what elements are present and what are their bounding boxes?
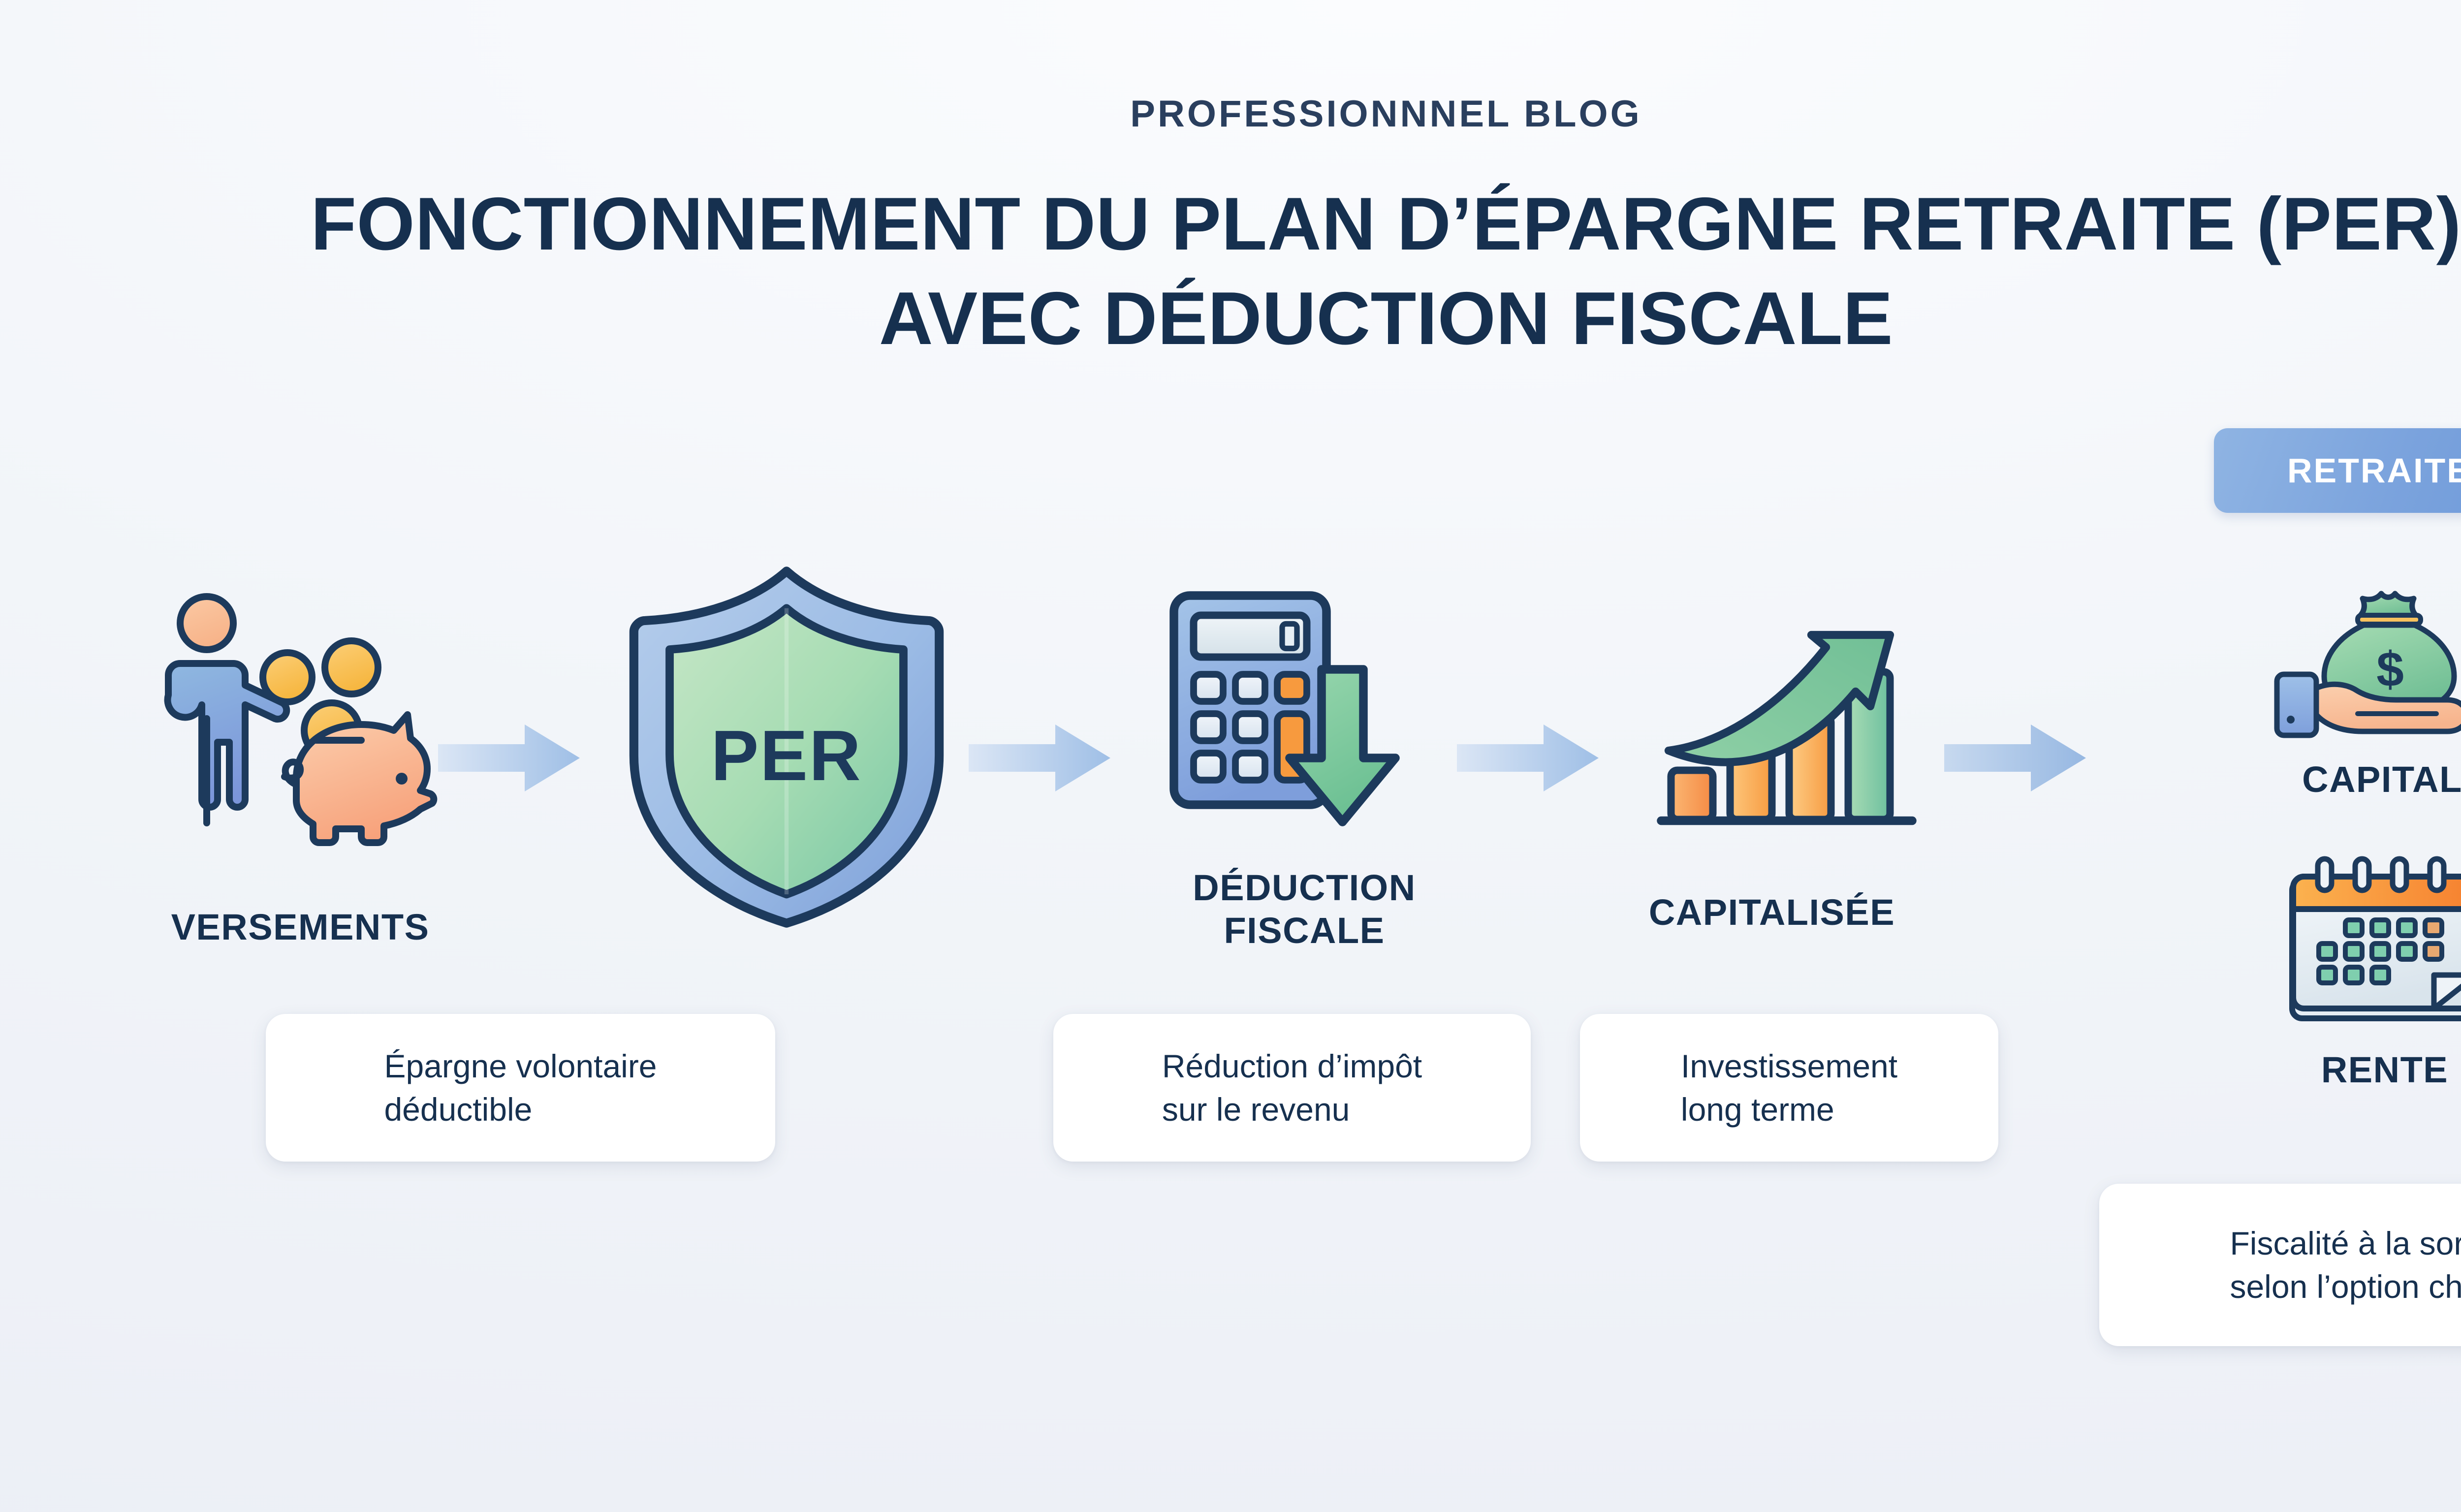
retraite-badge: RETRAITE — [2214, 428, 2461, 513]
caption-capitalisee-line-1: Investissement — [1680, 1047, 1898, 1084]
step-label-capital: CAPITAL — [2259, 758, 2461, 801]
svg-text:PER: PER — [711, 715, 862, 795]
page-title-line-2: AVEC DÉDUCTION FISCALE — [879, 276, 1893, 360]
step-label-rente-line-1: RENTE — [2321, 1049, 2449, 1090]
step-label-capitalisee: CAPITALISÉE — [1575, 891, 1969, 934]
caption-card-sortie: Fiscalité à la sortie selon l’option cho… — [2099, 1184, 2461, 1346]
step-label-deduction-fiscale: DÉDUCTION FISCALE — [1098, 866, 1511, 952]
caption-card-deduction: Réduction d’impôt sur le revenu — [1053, 1014, 1531, 1162]
step-label-rente: RENTE — [2286, 1048, 2461, 1091]
step-label-capitalisee-line-1: CAPITALISÉE — [1648, 892, 1895, 933]
caption-versements-line-2: déductible — [384, 1091, 533, 1128]
eyebrow-text: PROFESSIONNNEL BLOG — [1130, 93, 1642, 135]
step-label-deduction-line-2: FISCALE — [1224, 910, 1385, 951]
step-label-deduction-line-1: DÉDUCTION — [1193, 867, 1416, 908]
caption-sortie-line-2: selon l’option choisie — [2230, 1268, 2461, 1305]
caption-card-sortie-text: Fiscalité à la sortie selon l’option cho… — [2230, 1222, 2461, 1309]
money-bag-dollar-sign: $ — [2376, 642, 2404, 697]
caption-deduction-line-1: Réduction d’impôt — [1162, 1047, 1422, 1084]
hand-money-bag-icon: $ — [2259, 566, 2461, 763]
step-label-versements: VERSEMENTS — [74, 906, 527, 948]
calculator-down-arrow-icon — [1167, 586, 1447, 847]
page-title-line-1: FONCTIONNEMENT DU PLAN D’ÉPARGNE RETRAIT… — [311, 182, 2461, 266]
retraite-badge-label: RETRAITE — [2287, 451, 2461, 490]
flow-arrow-4-icon — [1944, 719, 2092, 797]
caption-card-capitalisee-text: Investissement long terme — [1681, 1044, 1897, 1132]
step-label-versements-line-1: VERSEMENTS — [171, 907, 430, 947]
caption-deduction-line-2: sur le revenu — [1162, 1091, 1350, 1128]
caption-card-deduction-text: Réduction d’impôt sur le revenu — [1162, 1044, 1422, 1132]
caption-capitalisee-line-2: long terme — [1680, 1091, 1834, 1128]
caption-sortie-line-1: Fiscalité à la sortie — [2230, 1225, 2461, 1261]
flow-arrow-1-icon — [438, 719, 586, 797]
caption-versements-line-1: Épargne volontaire — [384, 1047, 657, 1084]
page-title: FONCTIONNEMENT DU PLAN D’ÉPARGNE RETRAIT… — [0, 177, 2461, 366]
step-label-capital-line-1: CAPITAL — [2302, 759, 2461, 800]
flow-arrow-3-icon — [1457, 719, 1605, 797]
shield-per-icon: PER — [614, 560, 959, 934]
flow-arrow-2-icon — [969, 719, 1116, 797]
caption-card-versements: Épargne volontaire déductible — [266, 1014, 775, 1162]
calendar-icon — [2286, 849, 2461, 1036]
caption-card-versements-text: Épargne volontaire déductible — [384, 1044, 657, 1132]
growth-bar-chart-icon — [1619, 571, 1925, 847]
caption-card-capitalisee: Investissement long terme — [1580, 1014, 1998, 1162]
person-piggybank-coins-icon — [123, 581, 477, 896]
